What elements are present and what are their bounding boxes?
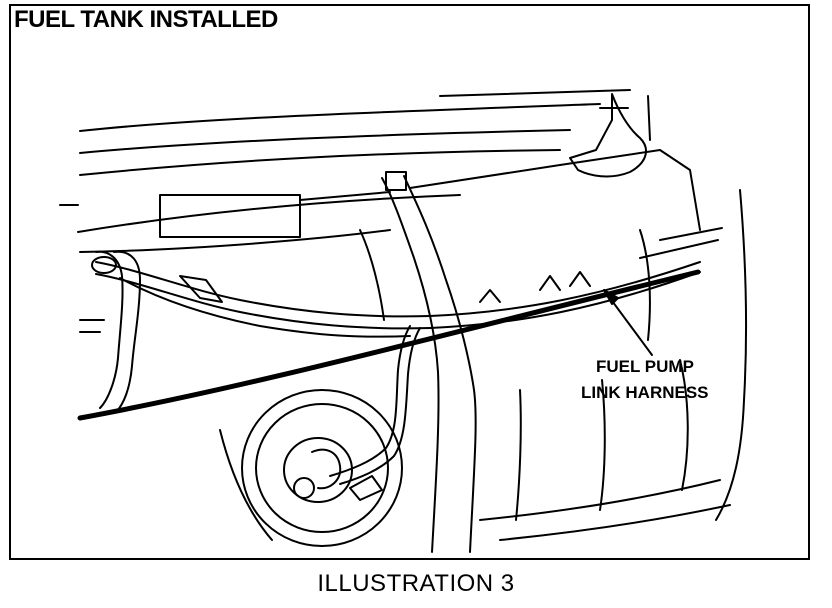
frame-rail	[77, 269, 701, 421]
harness-bundle	[95, 227, 723, 338]
callout-leader	[603, 289, 653, 356]
fuel-pump-cover	[241, 389, 403, 547]
tank-mount-bracket	[569, 93, 651, 178]
callout-label-line-2: LINK HARNESS	[581, 383, 709, 402]
pump-connector-wires	[329, 325, 421, 501]
vehicle-body-lines	[59, 89, 631, 333]
callout-label-line-1: FUEL PUMP	[596, 357, 694, 376]
figure-caption: ILLUSTRATION 3	[317, 570, 515, 597]
figure-title: FUEL TANK INSTALLED	[14, 6, 278, 33]
filler-hose	[91, 250, 141, 413]
tank-lower-outline	[219, 229, 731, 541]
figure-frame	[9, 4, 810, 560]
tank-top-shelf	[159, 149, 748, 521]
